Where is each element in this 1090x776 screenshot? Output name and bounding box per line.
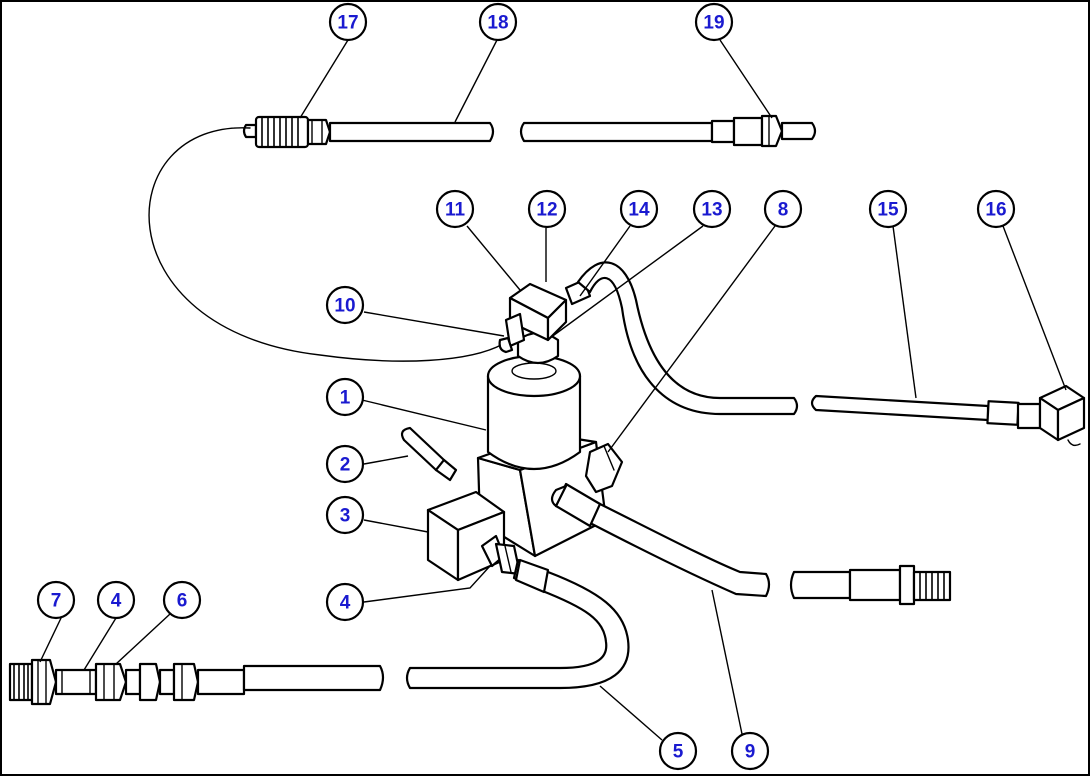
svg-text:8: 8 (778, 200, 789, 221)
callout-5: 5 (658, 731, 698, 771)
callout-9: 9 (730, 731, 770, 771)
svg-text:4: 4 (340, 593, 351, 614)
svg-text:2: 2 (340, 455, 351, 476)
svg-text:10: 10 (334, 296, 355, 317)
svg-text:7: 7 (51, 591, 62, 612)
callout-15: 15 (868, 189, 908, 229)
svg-text:17: 17 (337, 13, 358, 34)
svg-text:16: 16 (985, 200, 1006, 221)
callout-18: 18 (478, 2, 518, 42)
part-8-fitting (584, 442, 624, 494)
svg-text:6: 6 (177, 591, 188, 612)
callout-6: 6 (162, 580, 202, 620)
svg-text:14: 14 (628, 200, 650, 221)
callout-1: 1 (325, 377, 365, 417)
svg-text:4: 4 (111, 591, 122, 612)
callout-4-valve: 4 (325, 582, 365, 622)
leader-lines (39, 39, 1067, 741)
part-9-tube (556, 484, 771, 598)
callout-8: 8 (763, 189, 803, 229)
part-19-fitting (710, 114, 817, 148)
part-14-hose (576, 261, 799, 416)
svg-text:19: 19 (703, 13, 724, 34)
svg-text:15: 15 (877, 200, 899, 221)
part-5-hose (405, 558, 630, 690)
callout-12: 12 (527, 189, 567, 229)
callout-4-line: 4 (96, 580, 136, 620)
part-15-tube (810, 394, 1042, 430)
part-11-connector (498, 282, 568, 354)
part-1-valve-body (476, 331, 608, 558)
svg-text:13: 13 (701, 200, 722, 221)
part-16-connector (1038, 384, 1086, 447)
part-6-fitting (94, 662, 385, 702)
callout-2: 2 (325, 444, 365, 484)
callouts: 17 18 19 11 12 14 13 8 15 16 10 1 2 3 4 … (36, 2, 1016, 771)
callout-16: 16 (976, 189, 1016, 229)
callout-11: 11 (435, 189, 475, 229)
svg-text:5: 5 (673, 742, 684, 763)
part-5-sleeve (514, 558, 550, 594)
part-2-plug (400, 426, 458, 482)
svg-text:11: 11 (445, 200, 466, 221)
callout-17: 17 (328, 2, 368, 42)
svg-text:3: 3 (340, 506, 351, 527)
part-18-tube (328, 121, 714, 143)
part-7-fitting (8, 658, 58, 706)
part-9-end-fitting (789, 564, 952, 606)
svg-text:18: 18 (487, 13, 508, 34)
part-17-fitting (242, 115, 332, 149)
part-4-nut (54, 668, 98, 696)
svg-text:1: 1 (340, 388, 351, 409)
wire-loop (148, 127, 504, 362)
callout-10: 10 (325, 285, 365, 325)
callout-14: 14 (619, 189, 659, 229)
svg-text:9: 9 (745, 742, 756, 763)
callout-19: 19 (694, 2, 734, 42)
callout-3: 3 (325, 495, 365, 535)
callout-13: 13 (692, 189, 732, 229)
callout-7: 7 (36, 580, 76, 620)
svg-text:12: 12 (536, 200, 557, 221)
